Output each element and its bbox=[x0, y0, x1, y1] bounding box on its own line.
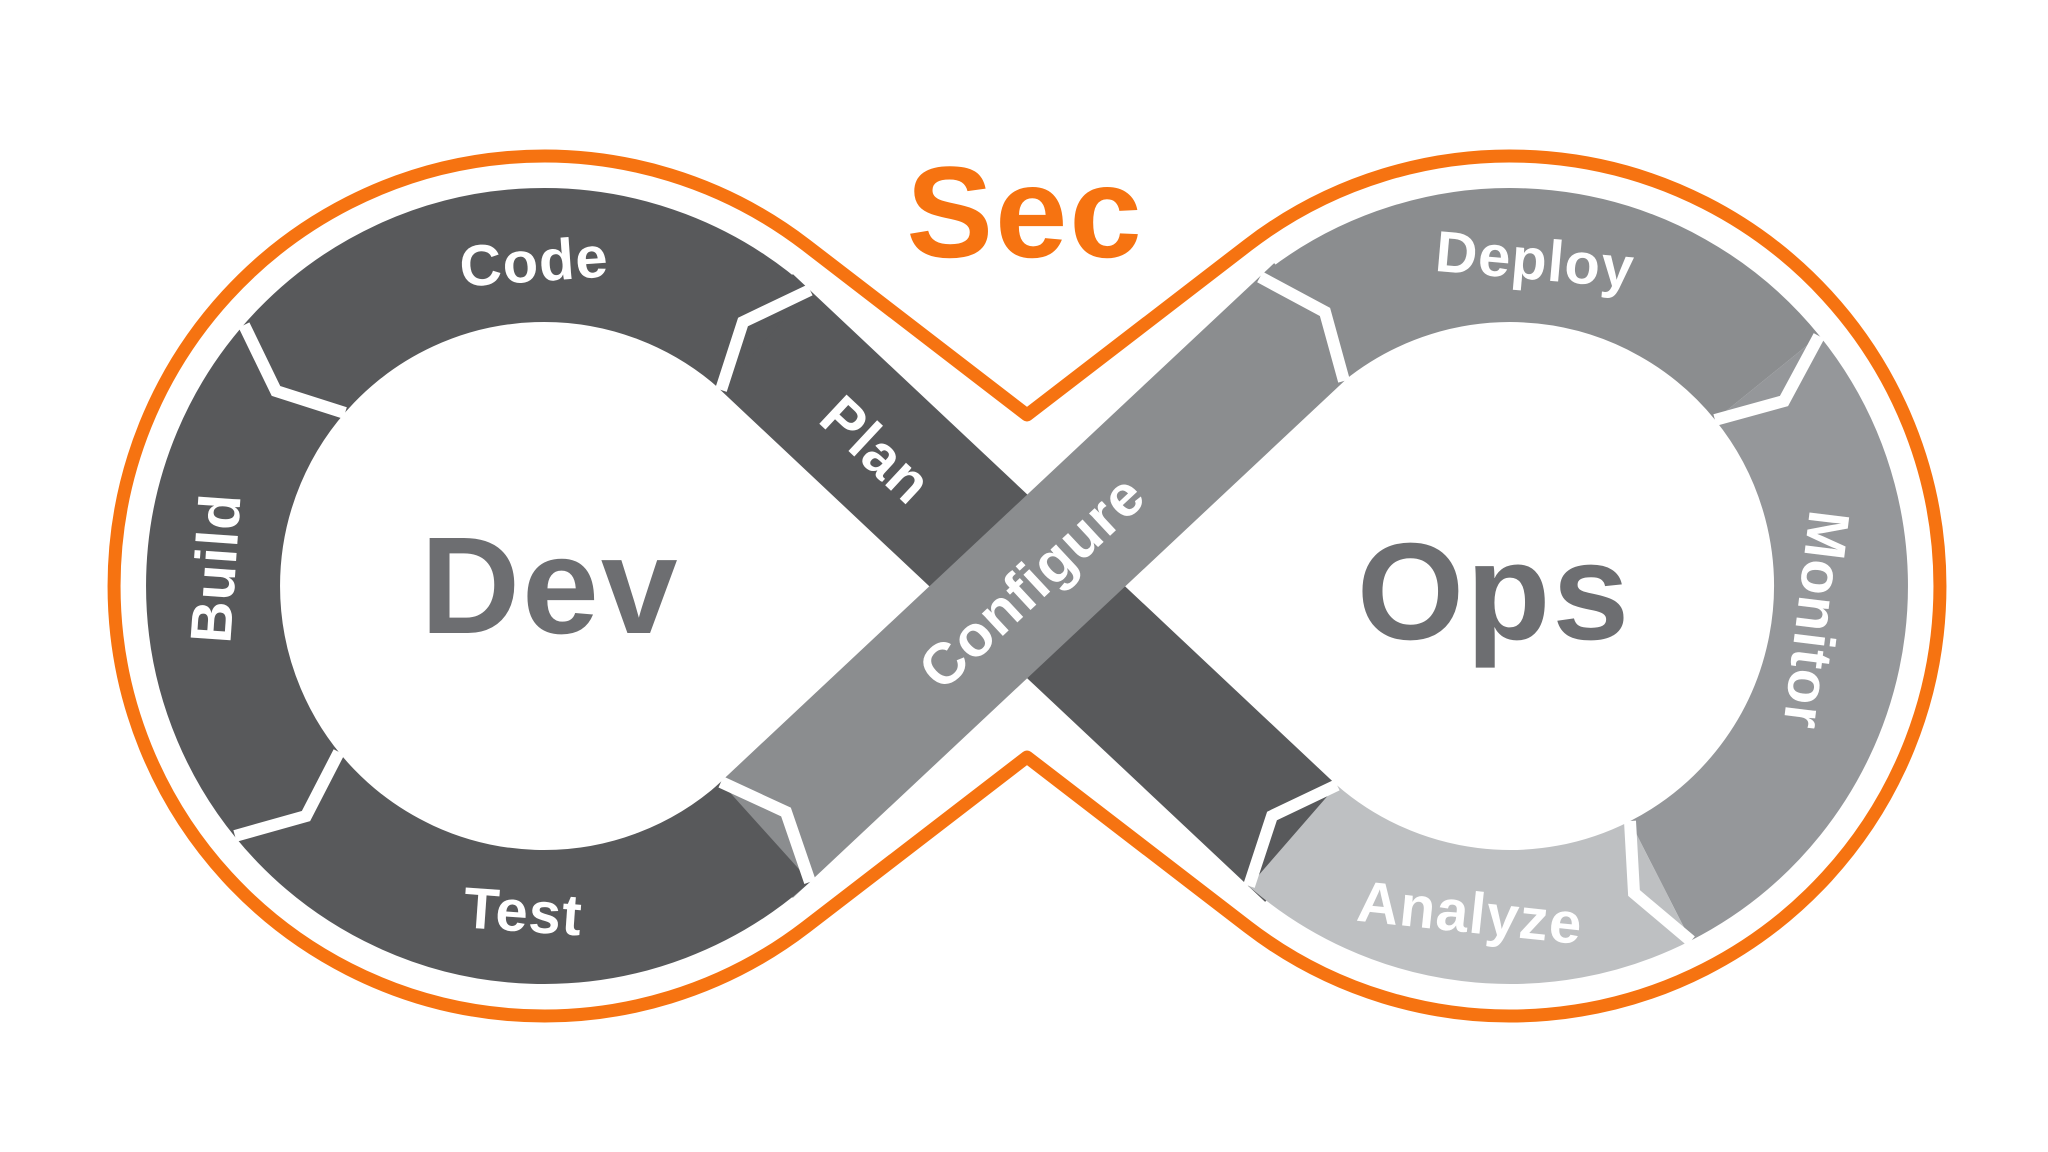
segment-divider-seams bbox=[233, 271, 1825, 946]
seam-code-to-build bbox=[238, 322, 347, 419]
monitor-segment bbox=[1628, 335, 1908, 941]
test-segment-label: Test bbox=[461, 875, 584, 948]
infinity-outline bbox=[107, 149, 1947, 1023]
dev-loop-ring bbox=[146, 188, 811, 984]
seam-plan-to-code bbox=[715, 284, 813, 392]
configure-band bbox=[701, 263, 1366, 898]
seam-configure-to-deploy bbox=[1257, 271, 1350, 383]
dev-center-label: Dev bbox=[420, 509, 679, 663]
code-segment-label: Code bbox=[457, 224, 610, 299]
seam-monitor-to-analyze bbox=[1624, 820, 1695, 946]
seam-analyze-to-plan bbox=[1243, 779, 1340, 888]
deploy-segment bbox=[1259, 188, 1820, 421]
sec-title-label: Sec bbox=[906, 139, 1143, 285]
seam-test-to-configure bbox=[718, 776, 816, 884]
analyze-segment bbox=[1248, 784, 1691, 984]
seam-build-to-test bbox=[233, 749, 345, 842]
ops-center-label: Ops bbox=[1357, 515, 1631, 669]
seam-deploy-to-monitor bbox=[1713, 333, 1825, 426]
build-segment-label: Build bbox=[178, 491, 253, 645]
